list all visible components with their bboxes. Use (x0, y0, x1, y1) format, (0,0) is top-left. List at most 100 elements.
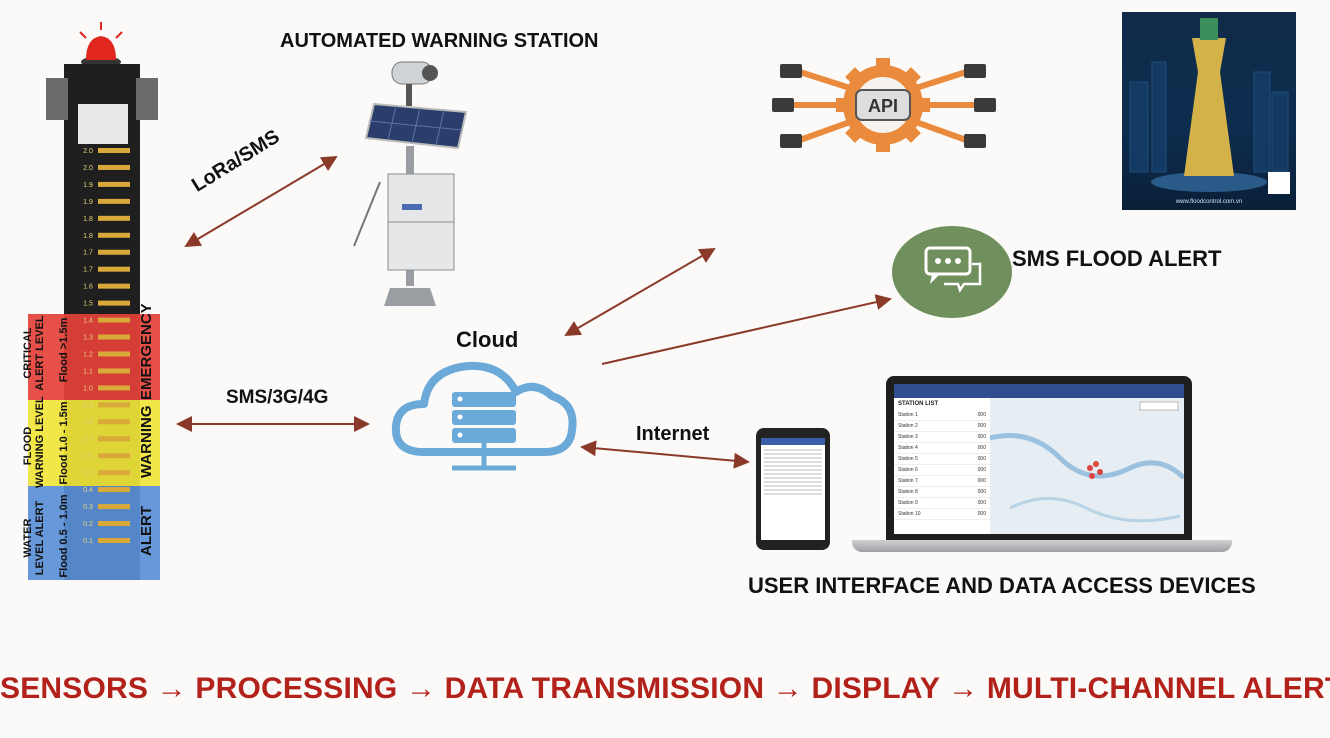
gauge-tick-mark (98, 402, 130, 408)
smartphone-device (756, 428, 830, 550)
band-alert (28, 486, 160, 580)
process-flow-banner: SENSORS → PROCESSING → DATA TRANSMISSION… (0, 672, 1330, 705)
gauge-tick-mark (98, 148, 130, 153)
antenna-cable (353, 181, 381, 247)
phone-list (761, 445, 825, 499)
gauge-tick-label: 1.0 (83, 385, 93, 392)
sms-alert-arrow (601, 294, 892, 365)
station-name: Station 2 (898, 423, 918, 429)
phone-header-bar (761, 438, 825, 445)
gauge-tick-label: 1.1 (83, 368, 93, 375)
gauge-tick-label: 0.4 (83, 487, 93, 494)
station-value: 000 (977, 434, 986, 440)
station-name: Station 7 (898, 478, 918, 484)
gauge-info-plate (78, 104, 128, 144)
station-row[interactable]: Station 4 000 (894, 443, 990, 454)
gauge-tick-mark (98, 232, 130, 238)
gauge-side-box-left (46, 78, 68, 120)
beacon-rays-icon (79, 22, 123, 39)
devices-label: USER INTERFACE AND DATA ACCESS DEVICES (748, 573, 1256, 598)
station-name: Station 10 (898, 511, 921, 517)
camera-mount (406, 84, 412, 106)
gauge-graphic: 2.02.01.91.91.81.81.71.71.61.51.41.31.21… (28, 22, 160, 580)
gauge-tick-label: 0.2 (83, 521, 93, 528)
station-row[interactable]: Station 6 000 (894, 465, 990, 476)
poster-skyline (1129, 61, 1289, 173)
station-title: AUTOMATED WARNING STATION (280, 30, 599, 52)
station-name: Station 4 (898, 445, 918, 451)
station-name: Station 9 (898, 500, 918, 506)
trophy-top-badge (1200, 18, 1218, 40)
red-beacon-icon (86, 36, 116, 60)
gauge-tick-mark (98, 419, 130, 425)
gauge-tick-label: 1.8 (83, 216, 93, 223)
map-filter-box[interactable] (1139, 401, 1179, 411)
gauge-tick-mark (98, 368, 130, 374)
sms-circle (892, 226, 1012, 318)
gauge-tick-label: 0.1 (83, 538, 93, 545)
solar-panel-grid (369, 105, 463, 146)
gauge-tick-mark (98, 351, 130, 357)
camera-lens (422, 65, 438, 81)
station-name: Station 6 (898, 467, 918, 473)
map-river (990, 433, 1184, 480)
station-name: Station 5 (898, 456, 918, 462)
gauge-tick-label: 1.2 (83, 351, 93, 358)
gauge-tick-label: 1.7 (83, 250, 93, 257)
gauge-tick-label: 1.9 (83, 199, 93, 206)
gauge-tick-mark (98, 538, 130, 543)
gauge-tick-mark (98, 385, 130, 391)
internet-label: Internet (636, 423, 710, 445)
gauge-tick-mark (98, 266, 130, 272)
api-connector-graphic: API (772, 58, 996, 152)
gauge-tick-label: 0.5 (83, 470, 93, 477)
station-name: Station 8 (898, 489, 918, 495)
gauge-side-box-right (136, 78, 158, 120)
gauge-tick-label: 0.7 (83, 436, 93, 443)
laptop-base (852, 540, 1232, 552)
map-background (990, 398, 1184, 534)
chat-bubble-icon (924, 246, 972, 276)
gauge-tick-label: 1.7 (83, 267, 93, 274)
gauge-tick-mark (98, 487, 130, 493)
poster-url: www.floodcontrol.com.vn (1175, 199, 1242, 205)
lora-arrow (184, 155, 338, 248)
sms-3g-4g-label: SMS/3G/4G (226, 387, 329, 408)
gauge-tick-label: 0.9 (83, 402, 93, 409)
flood-map (990, 398, 1184, 534)
poster-pedestal (1151, 172, 1267, 192)
station-value: 000 (977, 445, 986, 451)
flood-control-poster: www.floodcontrol.com.vn (1122, 12, 1296, 210)
gauge-tick-mark (98, 215, 130, 221)
station-value: 000 (977, 467, 986, 473)
gauge-tick-label: 2.0 (83, 165, 93, 172)
gauge-tick-label: 1.3 (83, 335, 93, 342)
plug-icons (772, 64, 996, 148)
gauge-tick-mark (98, 334, 130, 340)
gauge-tick-label: 1.4 (83, 318, 93, 325)
map-alert-pins (1087, 461, 1103, 479)
cabinet-label (402, 204, 422, 210)
gauge-tick-mark (98, 317, 130, 323)
cloud-server-icon (391, 361, 577, 471)
gauge-tick-label: 1.6 (83, 284, 93, 291)
gauge-tick-mark (98, 436, 130, 442)
api-arrow (564, 247, 716, 337)
gauge-tick-label: 0.8 (83, 419, 93, 426)
gauge-tick-mark (98, 300, 130, 306)
qr-code-icon (1268, 172, 1290, 194)
gauge-tick-label: 1.5 (83, 301, 93, 308)
chat-bubble-tail (930, 274, 940, 284)
